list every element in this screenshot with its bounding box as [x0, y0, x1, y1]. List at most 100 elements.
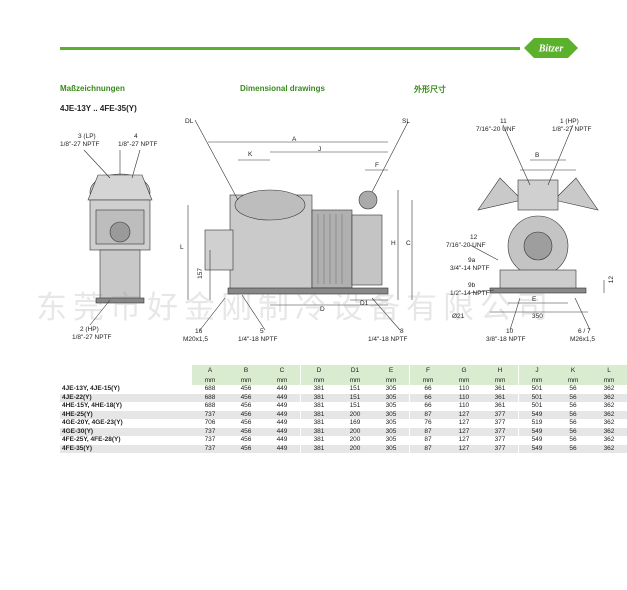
unit-cell: mm: [264, 376, 301, 385]
unit-cell: mm: [228, 376, 264, 385]
unit-cell: mm: [518, 376, 555, 385]
value-cell: 688: [204, 385, 216, 392]
value-cell: 66: [409, 402, 446, 411]
value-cell: 456: [228, 410, 264, 419]
model-name-cell: 4JE-22(Y): [60, 393, 192, 402]
value-cell: 737: [192, 444, 228, 453]
title-english: Dimensional drawings: [240, 84, 325, 93]
value-cell: 377: [482, 444, 519, 453]
unit-cell: mm: [192, 376, 228, 385]
value-cell: 362: [603, 436, 615, 443]
conn-2-label: 2 (HP): [80, 326, 99, 333]
conn-8-thread: 1/4"-18 NPTF: [368, 336, 408, 343]
conn-16-thread: M20x1,5: [183, 336, 208, 343]
value-cell: 362: [591, 393, 627, 402]
conn-4-thread: 1/8"-27 NPTF: [118, 141, 158, 148]
dim-h-label: H: [391, 240, 396, 247]
conn-9b-label: 9b: [468, 282, 476, 289]
conn-5-label: 5: [260, 328, 264, 335]
dim-sl-label: SL: [402, 118, 410, 125]
value-cell: 127: [446, 410, 482, 419]
value-cell: 737: [192, 427, 228, 436]
value-cell: 305: [385, 436, 397, 443]
model-name-cell: 4GE-20Y, 4GE-23(Y): [62, 419, 123, 426]
unit-cell: mm: [373, 376, 410, 385]
conn-10-label: 10: [506, 328, 514, 335]
conn-9b-thread: 1/2"-14 NPTF: [450, 290, 490, 297]
value-cell: 127: [458, 419, 470, 426]
value-cell: 361: [494, 402, 506, 409]
conn-2-thread: 1/8"-27 NPTF: [72, 334, 112, 341]
value-cell: 381: [300, 402, 337, 411]
col-header: D1: [337, 365, 373, 376]
value-cell: 361: [494, 385, 506, 392]
col-header: H: [482, 365, 519, 376]
unit-cell: mm: [409, 376, 446, 385]
value-cell: 549: [518, 436, 555, 445]
title-german: Maßzeichnungen: [60, 84, 125, 93]
value-cell: 362: [591, 444, 627, 453]
col-header: D: [300, 365, 337, 376]
unit-cell: mm: [300, 376, 337, 385]
value-cell: 56: [569, 385, 577, 392]
value-cell: 362: [603, 419, 615, 426]
dim-350-label: 350: [532, 313, 543, 320]
col-header: A: [192, 365, 228, 376]
dim-a-label: A: [292, 136, 297, 143]
value-cell: 361: [482, 393, 519, 402]
dim-e-label: E: [532, 296, 537, 303]
value-cell: 362: [603, 402, 615, 409]
value-cell: 381: [300, 419, 337, 428]
value-cell: 66: [409, 393, 446, 402]
conn-11-thread: 7/16"-20 UNF: [476, 126, 516, 133]
dim-d1-label: D1: [360, 300, 369, 307]
value-cell: 56: [555, 393, 591, 402]
model-name-cell: 4HE-25(Y): [60, 410, 192, 419]
value-cell: 456: [228, 393, 264, 402]
unit-cell: mm: [591, 376, 627, 385]
value-cell: 362: [591, 427, 627, 436]
conn-3-thread: 1/8"-27 NPTF: [60, 141, 100, 148]
conn-9a-label: 9a: [468, 257, 476, 264]
value-cell: 305: [373, 393, 410, 402]
col-header: B: [228, 365, 264, 376]
value-cell: 737: [204, 436, 216, 443]
value-cell: 381: [300, 385, 337, 394]
value-cell: 377: [494, 419, 506, 426]
model-name-cell: 4FE-35(Y): [60, 444, 192, 453]
value-cell: 456: [240, 436, 252, 443]
value-cell: 449: [276, 402, 288, 409]
value-cell: 549: [518, 444, 555, 453]
value-cell: 381: [300, 427, 337, 436]
conn-5-thread: 1/4"-18 NPTF: [238, 336, 278, 343]
value-cell: 377: [494, 436, 506, 443]
value-cell: 56: [569, 436, 577, 443]
value-cell: 56: [555, 410, 591, 419]
model-name-cell: 4GE-30(Y): [60, 427, 192, 436]
value-cell: 449: [264, 427, 301, 436]
value-cell: 449: [264, 444, 301, 453]
bitzer-logo: Bitzer: [524, 38, 578, 58]
value-cell: 110: [458, 402, 470, 409]
value-cell: 377: [482, 410, 519, 419]
title-chinese: 外形尺寸: [414, 85, 446, 94]
value-cell: 305: [373, 444, 410, 453]
value-cell: 456: [240, 385, 252, 392]
dim-dl-label: DL: [185, 118, 194, 125]
dim-k-label: K: [248, 151, 253, 158]
value-cell: 362: [591, 410, 627, 419]
unit-cell: mm: [555, 376, 591, 385]
header-rule: [60, 47, 520, 50]
value-cell: 87: [409, 436, 446, 445]
value-cell: 200: [349, 436, 361, 443]
value-cell: 87: [409, 410, 446, 419]
value-cell: 87: [409, 427, 446, 436]
dim-j-label: J: [318, 146, 322, 153]
value-cell: 449: [264, 410, 301, 419]
value-cell: 377: [482, 427, 519, 436]
value-cell: 169: [349, 419, 361, 426]
